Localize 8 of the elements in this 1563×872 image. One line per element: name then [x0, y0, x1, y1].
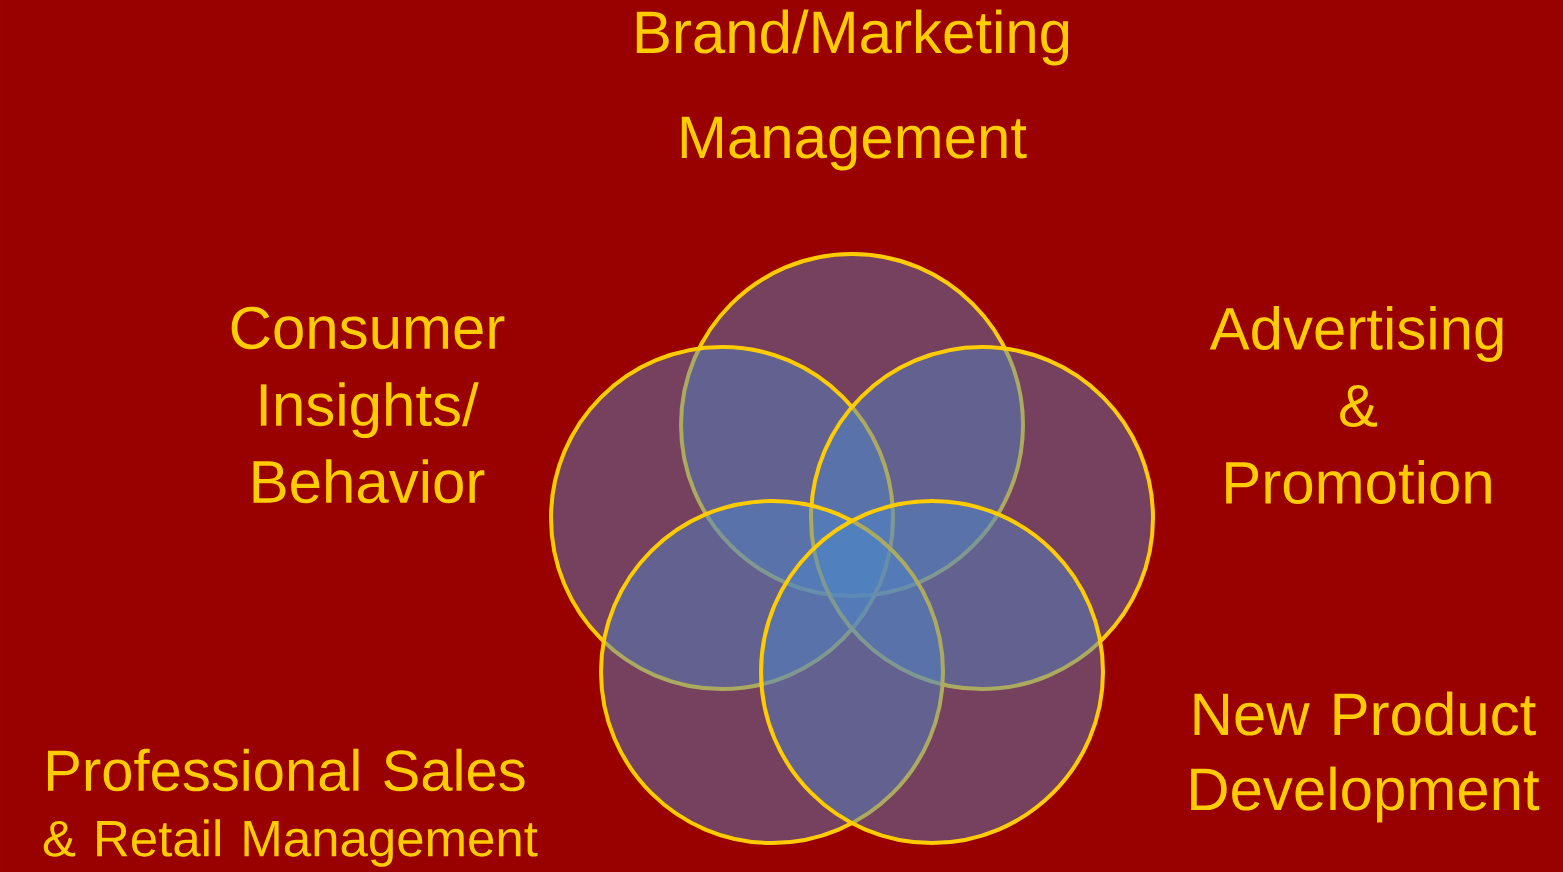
- circle: [599, 499, 945, 845]
- circle-label: Advertising & Promotion: [1209, 305, 1503, 504]
- circle: [759, 499, 1105, 845]
- circle-label: Professional Sales: [47, 748, 525, 792]
- circle-label: Consumer Insights/ Behavior: [231, 306, 505, 504]
- circle-label: & Retail Management: [43, 819, 538, 867]
- circle-label: New Product Development: [1191, 691, 1540, 823]
- circle-label: Brand/Marketing Management: [636, 9, 1069, 171]
